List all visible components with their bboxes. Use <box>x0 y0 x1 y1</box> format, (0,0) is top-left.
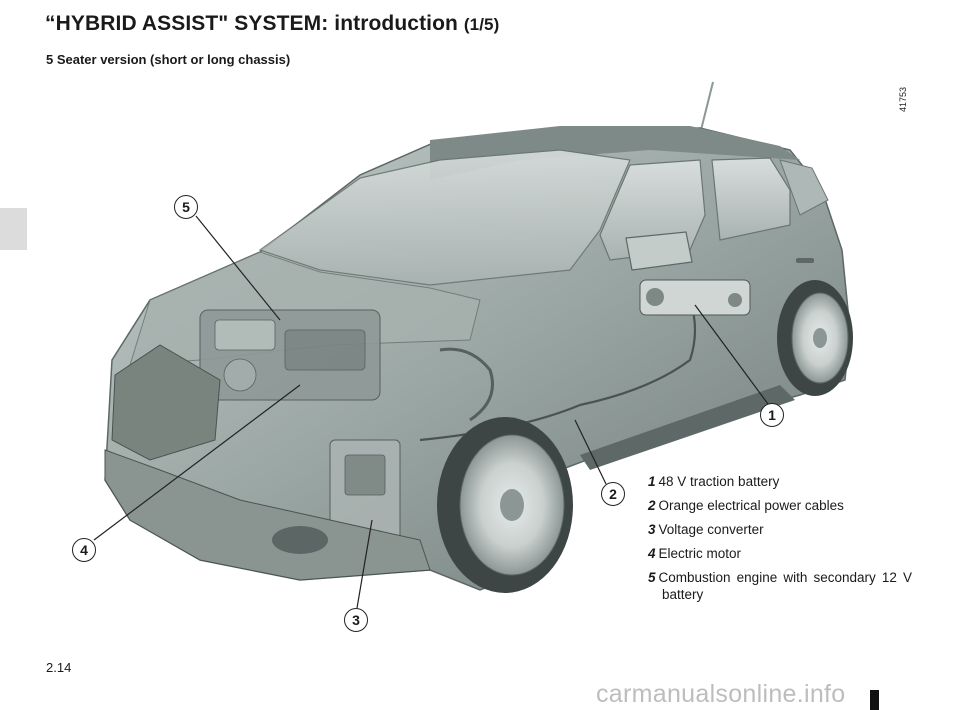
engine-bay <box>199 309 494 541</box>
antenna <box>699 81 714 135</box>
page-number: 2.14 <box>46 660 72 675</box>
page-title-text: “HYBRID ASSIST" SYSTEM: introduction <box>45 12 458 35</box>
door-handle <box>796 258 814 263</box>
traction-battery-module <box>639 279 751 316</box>
leader-line-1 <box>694 304 769 405</box>
rear-side-window <box>711 157 791 241</box>
chapter-tab <box>0 208 27 250</box>
page-title: “HYBRID ASSIST" SYSTEM: introduction (1/… <box>45 12 499 36</box>
quarter-window <box>779 159 829 216</box>
front-bumper <box>104 449 431 581</box>
legend-text: Voltage converter <box>658 522 764 537</box>
legend-number: 1 <box>648 474 656 489</box>
page-title-suffix: (1/5) <box>463 15 500 34</box>
callout-4: 4 <box>72 538 96 562</box>
legend-text: Combustion engine with secondary 12 V ba… <box>658 570 912 602</box>
legend-text: Electric motor <box>658 546 742 561</box>
callout-2: 2 <box>601 482 625 506</box>
leader-line-3 <box>356 519 373 609</box>
legend-number: 3 <box>648 522 656 537</box>
callout-1: 1 <box>760 403 784 427</box>
fog-light <box>272 526 328 554</box>
legend-number: 4 <box>648 546 656 561</box>
windscreen <box>258 149 631 286</box>
front-wheel <box>437 417 573 593</box>
watermark: carmanualsonline.info <box>596 680 846 708</box>
legend-text: 48 V traction battery <box>658 474 780 489</box>
leader-line-4 <box>93 384 301 541</box>
front-grille <box>111 344 221 461</box>
rear-wheel <box>777 280 853 396</box>
page-edge-marker <box>870 690 879 710</box>
legend-number: 2 <box>648 498 656 513</box>
page-subtitle: 5 Seater version (short or long chassis) <box>46 52 291 67</box>
side-mirror <box>625 231 693 271</box>
leader-line-5 <box>195 215 281 321</box>
legend-text: Orange electrical power cables <box>658 498 844 513</box>
side-skirt <box>580 385 795 470</box>
legend-number: 5 <box>648 570 656 585</box>
callout-3: 3 <box>344 608 368 632</box>
leader-line-2 <box>574 419 607 485</box>
callout-5: 5 <box>174 195 198 219</box>
car-roof <box>430 126 800 180</box>
callout-leader-lines <box>93 215 769 609</box>
